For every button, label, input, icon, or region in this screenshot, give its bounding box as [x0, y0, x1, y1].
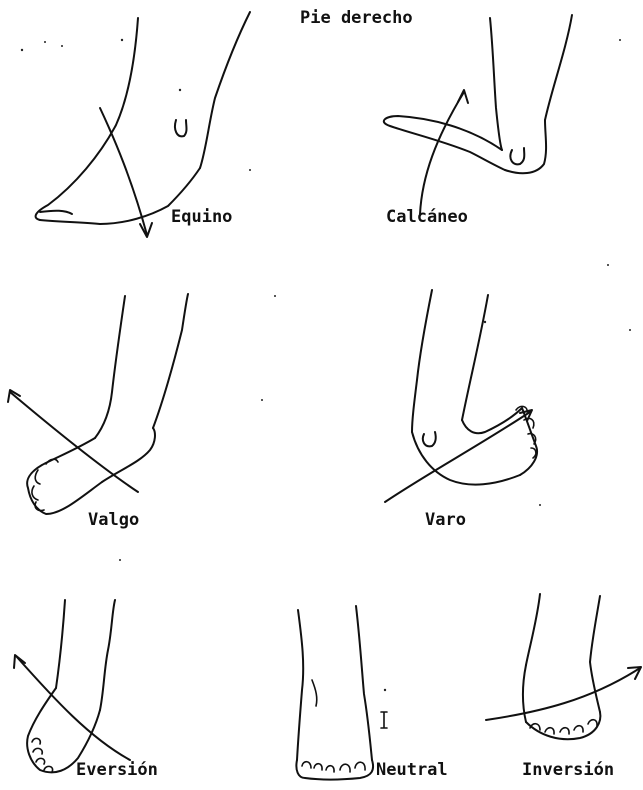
label-equino: Equino	[171, 207, 232, 227]
label-neutral: Neutral	[376, 760, 448, 780]
label-valgo: Valgo	[88, 510, 139, 530]
foot-varo	[385, 290, 537, 502]
label-eversion: Eversión	[76, 760, 158, 780]
foot-neutral	[296, 606, 387, 780]
foot-eversion	[14, 600, 130, 772]
foot-equino	[36, 12, 250, 237]
label-inversion: Inversión	[522, 760, 614, 780]
foot-inversion	[486, 594, 641, 739]
foot-valgo	[8, 294, 188, 514]
foot-calcaneo	[384, 15, 572, 214]
label-varo: Varo	[425, 510, 466, 530]
label-calcaneo: Calcáneo	[386, 207, 468, 227]
